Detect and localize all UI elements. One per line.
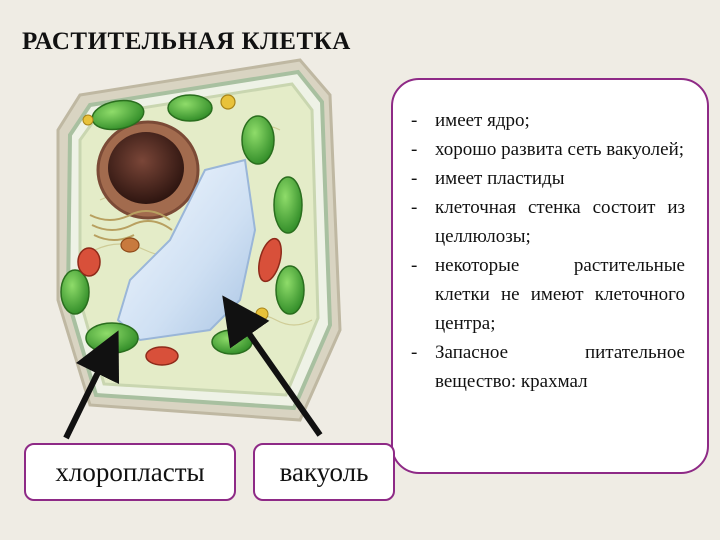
features-list: имеет ядро; хорошо развита сеть вакуолей… <box>405 106 685 396</box>
vacuole <box>116 158 257 342</box>
feature-item: хорошо развита сеть вакуолей; <box>405 135 685 164</box>
vacuole-label: вакуоль <box>253 443 395 501</box>
chloroplasts-label: хлоропласты <box>24 443 236 501</box>
arrow-to-chloroplast <box>63 330 120 440</box>
endoplasmic-reticulum <box>89 210 173 241</box>
feature-item: имеет пластиды <box>405 164 685 193</box>
page-title: РАСТИТЕЛЬНАЯ КЛЕТКА <box>22 28 351 55</box>
feature-item: некоторые растительные клетки не имеют к… <box>405 251 685 338</box>
features-panel: имеет ядро; хорошо развита сеть вакуолей… <box>391 78 709 474</box>
nucleus <box>96 120 200 220</box>
feature-item: Запасное питательное вещество: крахмал <box>405 338 685 396</box>
arrow-to-vacuole <box>222 295 323 437</box>
mitochondria <box>77 237 282 366</box>
feature-item: клеточная стенка состоит из целлюлозы; <box>405 193 685 251</box>
feature-item: имеет ядро; <box>405 106 685 135</box>
